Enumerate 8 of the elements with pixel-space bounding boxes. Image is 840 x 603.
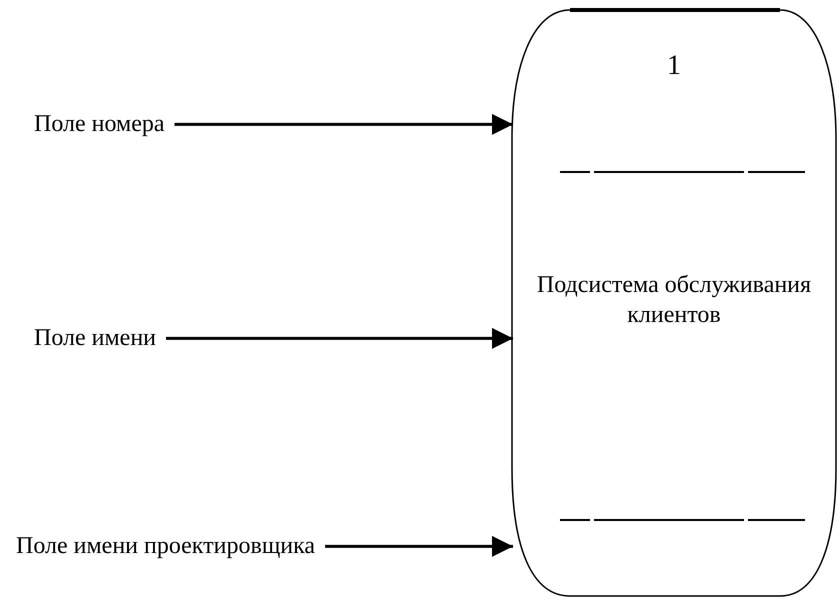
data-flow-label: Поле имени проектировщика xyxy=(16,532,316,561)
arrow xyxy=(174,114,513,135)
arrow xyxy=(166,328,513,349)
process-name: Подсистема обслуживания клиентов xyxy=(536,271,812,330)
data-flow-label: Поле имени xyxy=(34,324,156,353)
arrow xyxy=(325,536,513,557)
data-flow-label: Поле номера xyxy=(34,110,165,139)
process-number: 1 xyxy=(666,49,682,83)
